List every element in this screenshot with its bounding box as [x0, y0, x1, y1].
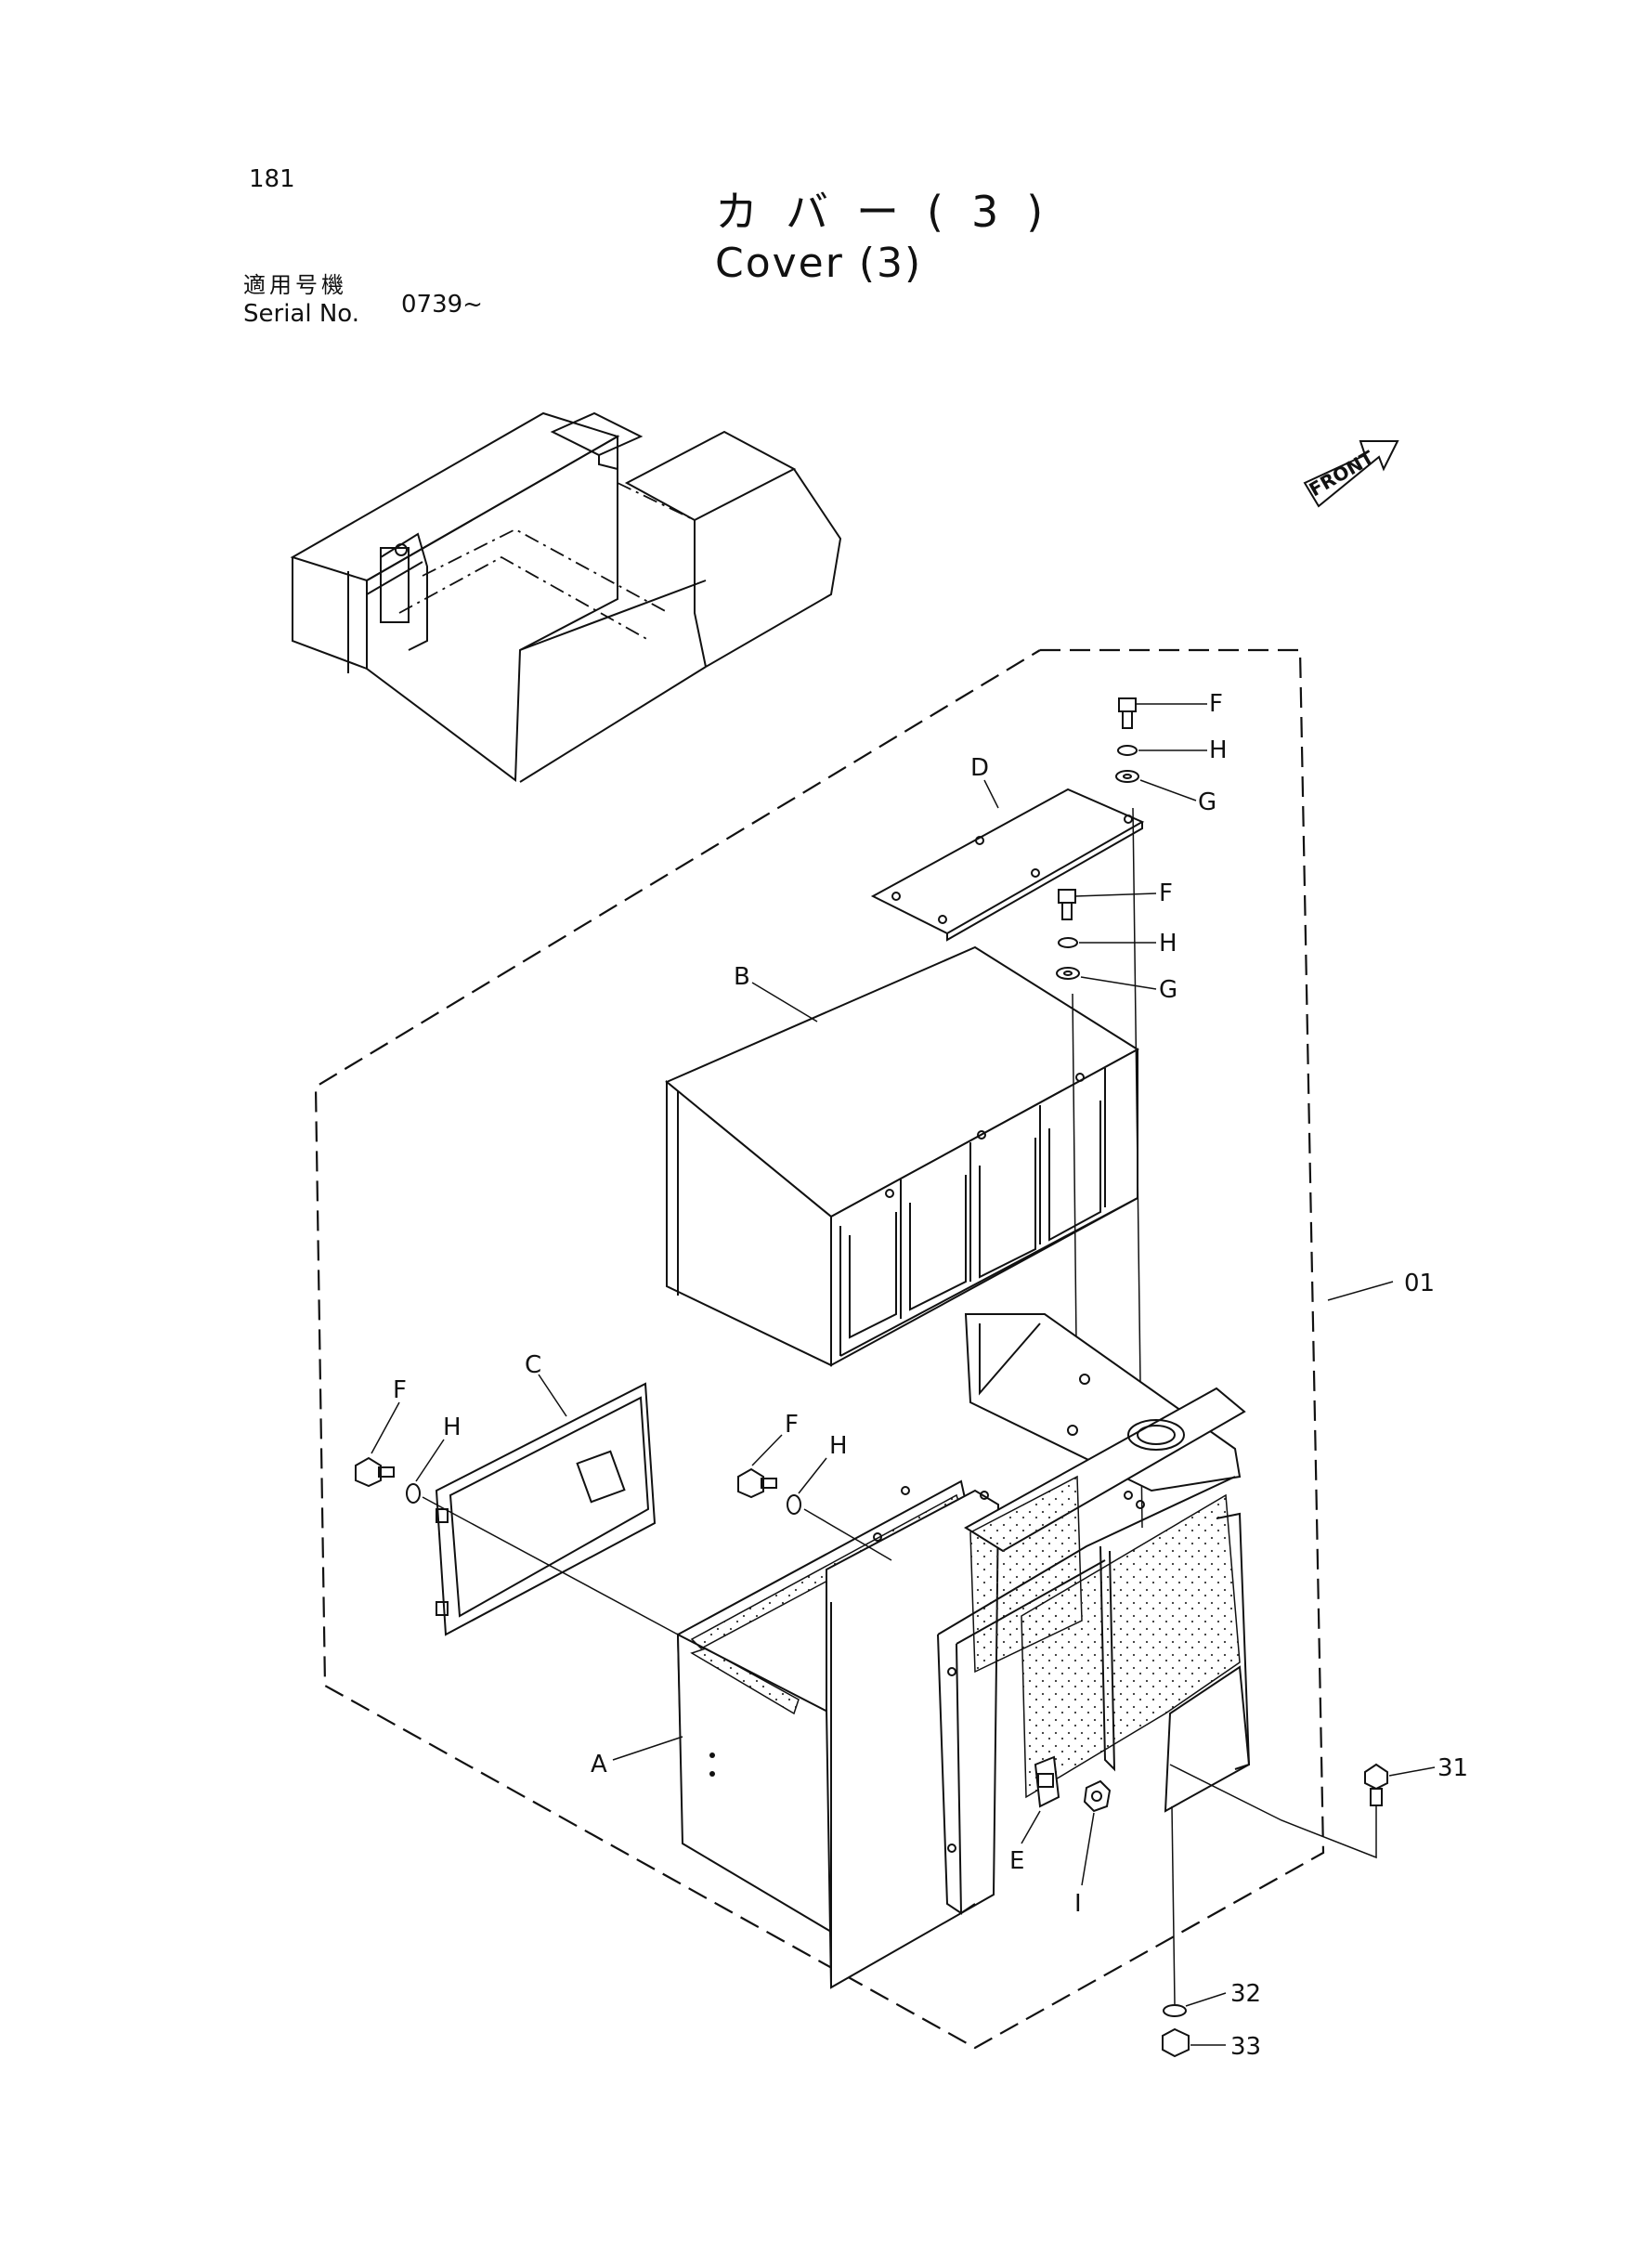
leader-c — [538, 1374, 567, 1417]
leader-i — [1081, 1812, 1095, 1886]
part-e-bracket — [1034, 1755, 1060, 1808]
front-direction-marker: FRONT — [1303, 440, 1399, 508]
callout-f-top: F — [1209, 690, 1223, 718]
callout-h-left: H — [443, 1414, 462, 1441]
serial-label-japanese: 適用号機 — [243, 272, 347, 298]
serial-range: 0739~ — [401, 291, 483, 319]
nut-33 — [1162, 2027, 1226, 2058]
part-d-cover-plate — [870, 788, 1145, 942]
callout-a: A — [591, 1751, 607, 1778]
serial-label-english: Serial No. — [243, 300, 359, 328]
page-title-english: Cover (3) — [715, 240, 923, 287]
callout-h-top: H — [1209, 736, 1228, 764]
callout-f-mid: F — [1159, 879, 1173, 907]
part-c-side-panel — [435, 1382, 657, 1636]
fastener-center — [737, 1434, 892, 1561]
leader-b — [751, 982, 818, 1023]
callout-g-mid: G — [1159, 976, 1177, 1004]
page-number: 181 — [249, 165, 295, 193]
callout-h-mid: H — [1159, 930, 1177, 958]
callout-e: E — [1009, 1847, 1024, 1875]
page-title-japanese: カバー(3) — [715, 187, 1072, 237]
callout-f-left: F — [393, 1376, 407, 1404]
front-marker-label: FRONT — [1306, 446, 1379, 501]
callout-i: I — [1074, 1890, 1082, 1918]
washer-32 — [1163, 1805, 1227, 2017]
part-a-main-housing — [676, 1313, 1251, 1989]
assembly-boundary-outline — [314, 648, 1325, 2050]
callout-d: D — [970, 754, 989, 782]
leader-01 — [1327, 1281, 1394, 1301]
part-i-nut — [1083, 1779, 1112, 1813]
callout-assembly-01: 01 — [1404, 1270, 1435, 1297]
callout-31: 31 — [1437, 1754, 1468, 1782]
callout-h-center: H — [829, 1432, 848, 1460]
callout-33: 33 — [1230, 2033, 1261, 2061]
bolt-31 — [1169, 1763, 1436, 1859]
callout-f-center: F — [785, 1411, 799, 1439]
leader-d — [983, 779, 999, 809]
callout-c: C — [525, 1351, 541, 1379]
leader-a — [612, 1736, 683, 1761]
fastener-left — [355, 1401, 679, 1635]
part-b-box-cover — [665, 945, 1139, 1367]
leader-e — [1021, 1810, 1041, 1844]
callout-32: 32 — [1230, 1980, 1261, 2008]
machine-overview-illustration — [290, 411, 842, 783]
callout-g-top: G — [1198, 788, 1216, 816]
callout-b: B — [734, 963, 750, 991]
